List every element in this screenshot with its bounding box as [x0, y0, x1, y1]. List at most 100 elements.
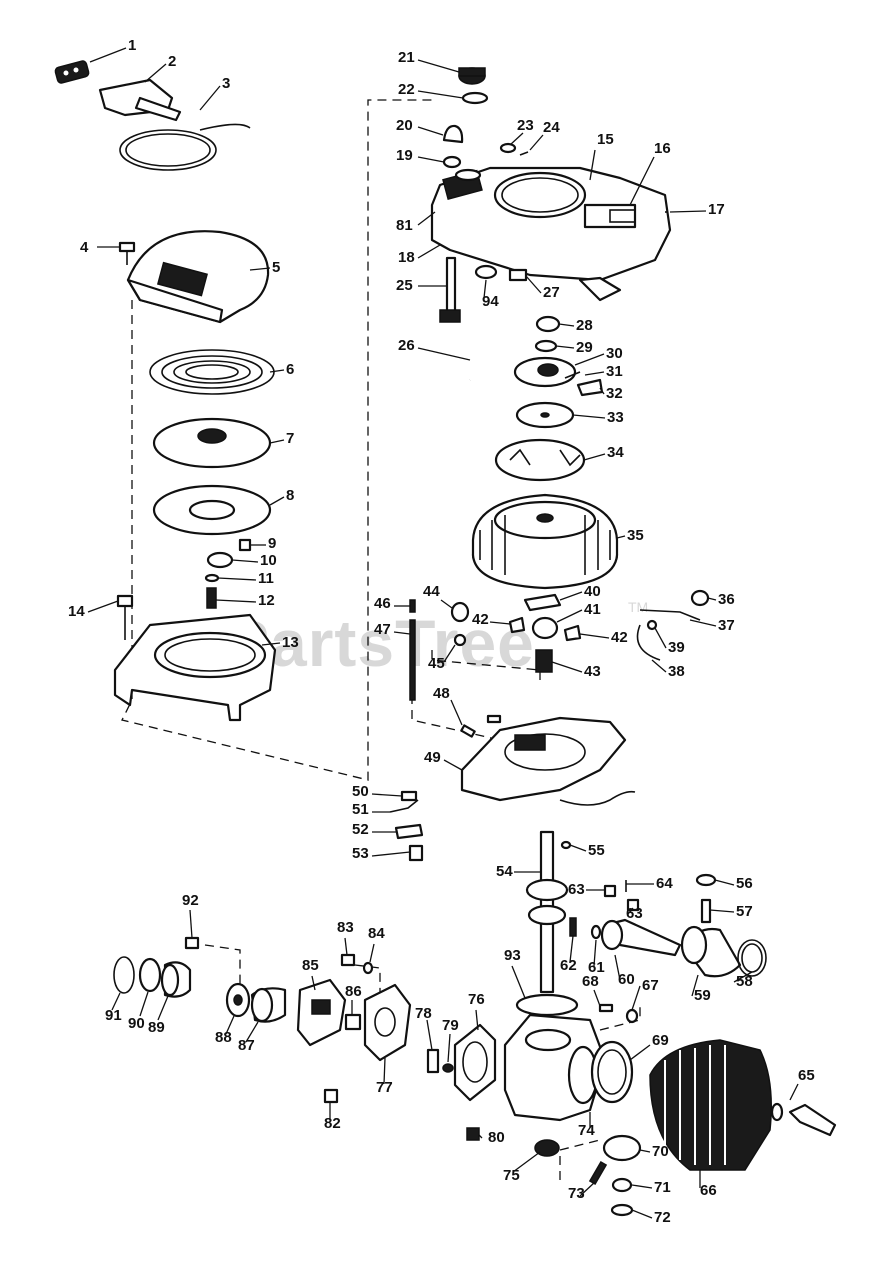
callout-77[interactable]: 77 — [376, 1079, 393, 1096]
part-71-washer[interactable] — [611, 1177, 633, 1193]
callout-16[interactable]: 16 — [654, 140, 671, 157]
callout-46[interactable]: 46 — [374, 595, 391, 612]
callout-15[interactable]: 15 — [597, 131, 614, 148]
callout-60[interactable]: 60 — [618, 971, 635, 988]
callout-37[interactable]: 37 — [718, 617, 735, 634]
part-30-ratchet[interactable] — [513, 356, 577, 388]
callout-53[interactable]: 53 — [352, 845, 369, 862]
callout-59[interactable]: 59 — [694, 987, 711, 1004]
part-40-bracket[interactable] — [523, 593, 562, 612]
callout-1[interactable]: 1 — [128, 37, 136, 54]
part-90-gasket[interactable] — [138, 957, 162, 993]
callout-85[interactable]: 85 — [302, 957, 319, 974]
part-84-washer[interactable] — [362, 961, 374, 975]
part-47-rod[interactable] — [409, 619, 416, 701]
part-86-gasket[interactable] — [344, 1013, 362, 1031]
callout-64[interactable]: 64 — [656, 875, 673, 892]
part-45-washer[interactable] — [453, 633, 467, 647]
callout-88[interactable]: 88 — [215, 1029, 232, 1046]
part-42-clip-right[interactable] — [563, 624, 582, 642]
part-27-screw[interactable] — [508, 268, 528, 282]
part-79-screw[interactable] — [442, 1063, 454, 1073]
part-80-screw[interactable] — [466, 1127, 480, 1141]
callout-38[interactable]: 38 — [668, 663, 685, 680]
part-12-pin[interactable] — [206, 587, 217, 609]
callout-20[interactable]: 20 — [396, 117, 413, 134]
callout-74[interactable]: 74 — [578, 1122, 595, 1139]
part-72-washer[interactable] — [610, 1203, 634, 1217]
part-35-flywheel[interactable] — [471, 493, 619, 590]
callout-39[interactable]: 39 — [668, 639, 685, 656]
callout-5[interactable]: 5 — [272, 259, 280, 276]
callout-52[interactable]: 52 — [352, 821, 369, 838]
callout-58[interactable]: 58 — [736, 973, 753, 990]
callout-68[interactable]: 68 — [582, 973, 599, 990]
part-66-cylinder[interactable] — [649, 1039, 772, 1171]
callout-66[interactable]: 66 — [700, 1182, 717, 1199]
callout-12[interactable]: 12 — [258, 592, 275, 609]
part-44-knob[interactable] — [450, 601, 470, 623]
callout-61[interactable]: 61 — [588, 959, 605, 976]
callout-30[interactable]: 30 — [606, 345, 623, 362]
part-37-link[interactable] — [639, 609, 701, 621]
part-75-seal[interactable] — [534, 1139, 560, 1157]
callout-24[interactable]: 24 — [543, 119, 560, 136]
part-1-key[interactable] — [54, 60, 90, 84]
part-78-reed[interactable] — [426, 1048, 440, 1074]
callout-44[interactable]: 44 — [423, 583, 440, 600]
callout-23[interactable]: 23 — [517, 117, 534, 134]
part-83-screw[interactable] — [340, 953, 356, 967]
part-70-seal[interactable] — [602, 1134, 642, 1162]
part-2-starter-handle[interactable] — [98, 78, 182, 122]
callout-42[interactable]: 42 — [472, 611, 489, 628]
callout-13[interactable]: 13 — [282, 634, 299, 651]
callout-54[interactable]: 54 — [496, 863, 513, 880]
part-77-reed-plate[interactable] — [363, 983, 412, 1062]
callout-80[interactable]: 80 — [488, 1129, 505, 1146]
part-13-starter-base[interactable] — [113, 613, 277, 722]
part-69-gasket[interactable] — [590, 1040, 634, 1104]
part-46-pin[interactable] — [409, 599, 416, 613]
part-15-fuel-tank[interactable] — [430, 166, 672, 302]
callout-7[interactable]: 7 — [286, 430, 294, 447]
callout-6[interactable]: 6 — [286, 361, 294, 378]
callout-18[interactable]: 18 — [398, 249, 415, 266]
callout-22[interactable]: 22 — [398, 81, 415, 98]
callout-41[interactable]: 41 — [584, 601, 601, 618]
callout-72[interactable]: 72 — [654, 1209, 671, 1226]
part-28-nut[interactable] — [535, 315, 561, 333]
callout-65[interactable]: 65 — [798, 1067, 815, 1084]
part-11-washer[interactable] — [204, 573, 220, 583]
callout-71[interactable]: 71 — [654, 1179, 671, 1196]
part-41-collar[interactable] — [531, 616, 559, 640]
callout-9[interactable]: 9 — [268, 535, 276, 552]
part-9-screw[interactable] — [238, 538, 252, 552]
callout-76[interactable]: 76 — [468, 991, 485, 1008]
part-48-pin[interactable] — [460, 714, 502, 738]
callout-43[interactable]: 43 — [584, 663, 601, 680]
part-76-gasket[interactable] — [453, 1023, 497, 1102]
part-74-crankcase[interactable] — [503, 1013, 607, 1122]
part-32-clip[interactable] — [576, 378, 604, 397]
callout-82[interactable]: 82 — [324, 1115, 341, 1132]
callout-89[interactable]: 89 — [148, 1019, 165, 1036]
callout-28[interactable]: 28 — [576, 317, 593, 334]
part-7-rope-pulley[interactable] — [152, 417, 272, 469]
callout-36[interactable]: 36 — [718, 591, 735, 608]
part-73-screw[interactable] — [588, 1160, 608, 1186]
callout-86[interactable]: 86 — [345, 983, 362, 1000]
part-67-washer[interactable] — [625, 1008, 639, 1024]
part-10-nut[interactable] — [206, 551, 234, 569]
part-56-washer[interactable] — [695, 873, 717, 887]
part-39-washer[interactable] — [646, 619, 658, 631]
part-94-nut[interactable] — [474, 264, 498, 280]
callout-32[interactable]: 32 — [606, 385, 623, 402]
callout-14[interactable]: 14 — [68, 603, 85, 620]
callout-90[interactable]: 90 — [128, 1015, 145, 1032]
callout-67[interactable]: 67 — [642, 977, 659, 994]
callout-84[interactable]: 84 — [368, 925, 385, 942]
part-31-spring[interactable] — [564, 371, 581, 379]
part-54-crankshaft[interactable] — [525, 830, 569, 994]
callout-87[interactable]: 87 — [238, 1037, 255, 1054]
part-5-starter-housing[interactable] — [126, 230, 270, 324]
